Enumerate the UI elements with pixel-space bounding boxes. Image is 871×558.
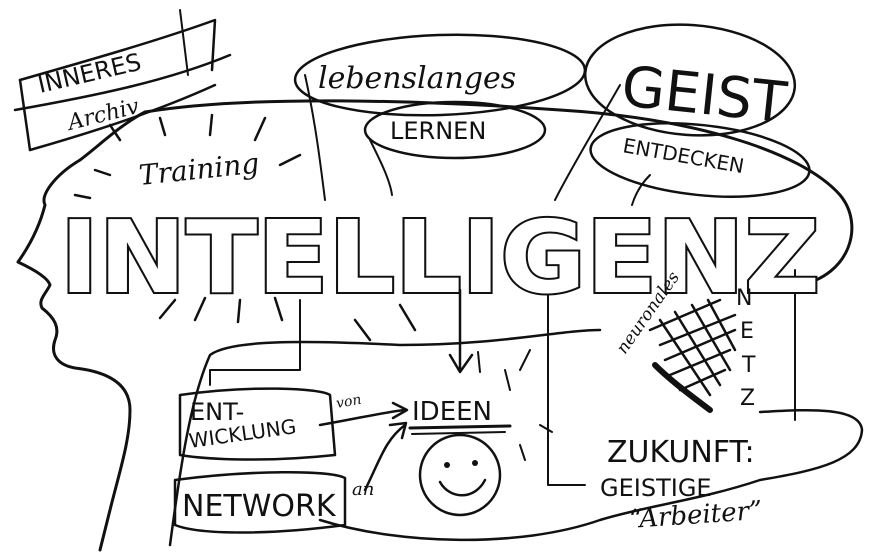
network-box: NETWORK an xyxy=(173,471,374,534)
training-text: Training xyxy=(137,147,260,192)
network-text: NETWORK xyxy=(182,489,337,524)
lernen-bubble: LERNEN xyxy=(363,100,547,160)
netz-letter-t: T xyxy=(741,353,756,378)
head-profile-outline xyxy=(16,99,854,552)
netz-letter-z: Z xyxy=(740,386,755,411)
intelligenz-title: INTELLIGENZ xyxy=(60,199,820,316)
geistige-text: GEISTIGE xyxy=(600,474,712,502)
zukunft-block: ZUKUNFT: GEISTIGE “Arbeiter” xyxy=(600,435,763,535)
lebenslanges-bubble: lebenslanges xyxy=(293,33,587,117)
an-text: an xyxy=(352,479,374,500)
zukunft-text: ZUKUNFT: xyxy=(607,435,755,470)
lernen-text: LERNEN xyxy=(390,117,486,145)
entwicklung-line1: ENT- xyxy=(190,398,244,426)
smiley-face-icon xyxy=(418,433,502,517)
ideen-label: IDEEN xyxy=(408,349,553,461)
ideen-text: IDEEN xyxy=(412,397,492,427)
inneres-archiv-box: INNERES Archiv xyxy=(13,9,232,152)
netz-letter-e: E xyxy=(740,319,754,344)
netz-letter-n: N xyxy=(736,286,752,311)
von-text: von xyxy=(335,392,363,412)
arrow-to-ideen xyxy=(448,288,474,374)
brain-base-line xyxy=(168,328,602,547)
lebenslanges-text: lebenslanges xyxy=(318,61,516,96)
entwicklung-box: ENT- WICKLUNG von xyxy=(178,387,363,461)
training-rays xyxy=(73,113,302,200)
entdecken-text: ENTDECKEN xyxy=(621,133,746,178)
arrows-into-ideen xyxy=(318,401,409,492)
archiv-text: Archiv xyxy=(63,94,142,136)
intelligenz-rays xyxy=(158,296,417,342)
connector-lines xyxy=(209,74,796,486)
inneres-text: INNERES xyxy=(35,48,144,99)
brain-lower-curve xyxy=(318,408,864,542)
